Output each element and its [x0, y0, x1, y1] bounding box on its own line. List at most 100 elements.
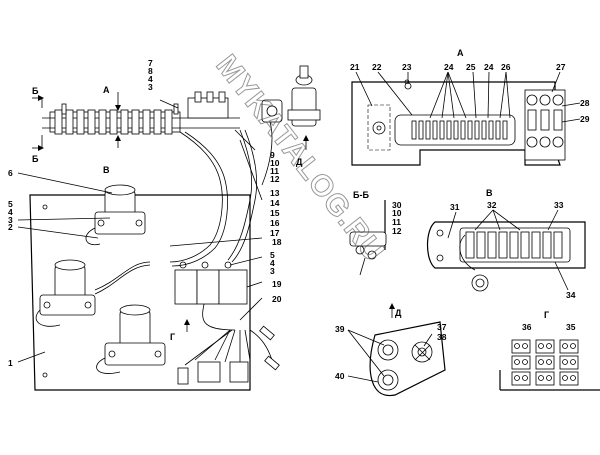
connector-pin — [418, 120, 424, 140]
fuse — [553, 231, 563, 259]
callout-stack-right-4: 4 — [270, 258, 275, 268]
leader-lines — [17, 71, 581, 383]
callout-26: 26 — [501, 62, 511, 72]
callout-20: 20 — [272, 294, 282, 304]
terminal-screw — [570, 343, 576, 349]
view-a — [351, 79, 566, 166]
terminal-screw — [546, 359, 552, 365]
section-label-g-mark: Г — [170, 332, 175, 342]
connector-pin — [502, 120, 508, 140]
fuse — [142, 109, 151, 135]
callout-bb-12: 12 — [392, 226, 402, 236]
harness-connectors — [177, 325, 280, 385]
terminal-screw — [570, 375, 576, 381]
callout-stack-12: 12 — [270, 174, 280, 184]
connector-pin — [453, 120, 459, 140]
callout-24b: 24 — [484, 62, 494, 72]
connector-pin — [432, 120, 438, 140]
callout-stack-3: 3 — [148, 82, 153, 92]
terminal-screw — [514, 343, 520, 349]
callout-bb-10: 10 — [392, 208, 402, 218]
callout-stack-10: 10 — [270, 158, 280, 168]
callout-38: 38 — [437, 332, 447, 342]
connector-pin — [439, 120, 445, 140]
fuse — [531, 231, 541, 259]
fuse — [465, 231, 475, 259]
view-v — [426, 221, 586, 292]
callout-37: 37 — [437, 322, 447, 332]
callout-24a: 24 — [444, 62, 454, 72]
terminal-screw — [522, 375, 528, 381]
terminal-screw — [538, 375, 544, 381]
callout-stack-17: 17 — [270, 228, 280, 238]
connector-pin — [411, 120, 417, 140]
connector-pin — [481, 120, 487, 140]
terminal-screw — [562, 343, 568, 349]
fuse — [54, 109, 63, 135]
callout-29: 29 — [580, 114, 590, 124]
callout-25: 25 — [466, 62, 476, 72]
callout-1: 1 — [8, 358, 13, 368]
relay-left — [35, 259, 96, 327]
fuse — [98, 109, 107, 135]
wiring-harness — [94, 121, 273, 366]
fuse — [153, 109, 162, 135]
callout-19: 19 — [272, 279, 282, 289]
callout-stack-11: 11 — [270, 166, 279, 176]
fuse — [487, 231, 497, 259]
callout-labels: 1 2 6 5 4 3 7 8 4 3 9 10 11 12 13 14 15 … — [8, 58, 590, 381]
callout-stack-9: 9 — [270, 150, 275, 160]
fuse — [476, 231, 486, 259]
terminal-screw — [546, 343, 552, 349]
callout-6: 6 — [8, 168, 13, 178]
section-label-b-top: Б — [32, 86, 39, 96]
callout-39: 39 — [335, 324, 345, 334]
terminal-screw — [514, 359, 520, 365]
terminal-screw — [538, 359, 544, 365]
section-label-a-view: А — [457, 48, 464, 58]
fuse — [509, 231, 519, 259]
terminal-screw — [562, 359, 568, 365]
section-label-d-view: Д — [395, 308, 402, 318]
callout-stack-right-3: 3 — [270, 266, 275, 276]
callout-33: 33 — [554, 200, 564, 210]
connector-pin — [467, 120, 473, 140]
fuse — [520, 231, 530, 259]
terminal-screw — [546, 375, 552, 381]
callout-stack-7: 7 — [148, 58, 153, 68]
connector-pin — [460, 120, 466, 140]
fuse — [65, 109, 74, 135]
section-label-b-bottom: Б — [32, 154, 39, 164]
terminal-screw — [570, 359, 576, 365]
callout-stack-left-4: 4 — [8, 207, 13, 217]
callout-stack-4: 4 — [148, 74, 153, 84]
fuse — [109, 109, 118, 135]
section-label-bb-view: Б-Б — [353, 190, 369, 200]
fuse — [76, 109, 85, 135]
callout-stack-8: 8 — [148, 66, 153, 76]
terminal-screw — [522, 359, 528, 365]
fuse — [87, 109, 96, 135]
section-label-a-top: А — [103, 85, 110, 95]
section-markers — [32, 92, 395, 332]
callout-stack-16: 16 — [270, 218, 280, 228]
relay-bottom — [96, 304, 166, 374]
callout-18: 18 — [272, 237, 282, 247]
section-label-d-mark: Д — [296, 157, 303, 167]
connector-pin — [446, 120, 452, 140]
callout-35: 35 — [566, 322, 576, 332]
terminal-screw — [562, 375, 568, 381]
connector-pin — [425, 120, 431, 140]
view-d — [369, 321, 446, 397]
callout-stack-left-5: 5 — [8, 199, 13, 209]
callout-28: 28 — [580, 98, 590, 108]
callout-stack-15: 15 — [270, 208, 280, 218]
callout-bb-11: 11 — [392, 217, 401, 227]
section-label-v-view: В — [486, 188, 493, 198]
callout-23: 23 — [402, 62, 412, 72]
fuse — [131, 109, 140, 135]
fuse — [164, 109, 173, 135]
callout-32: 32 — [487, 200, 497, 210]
